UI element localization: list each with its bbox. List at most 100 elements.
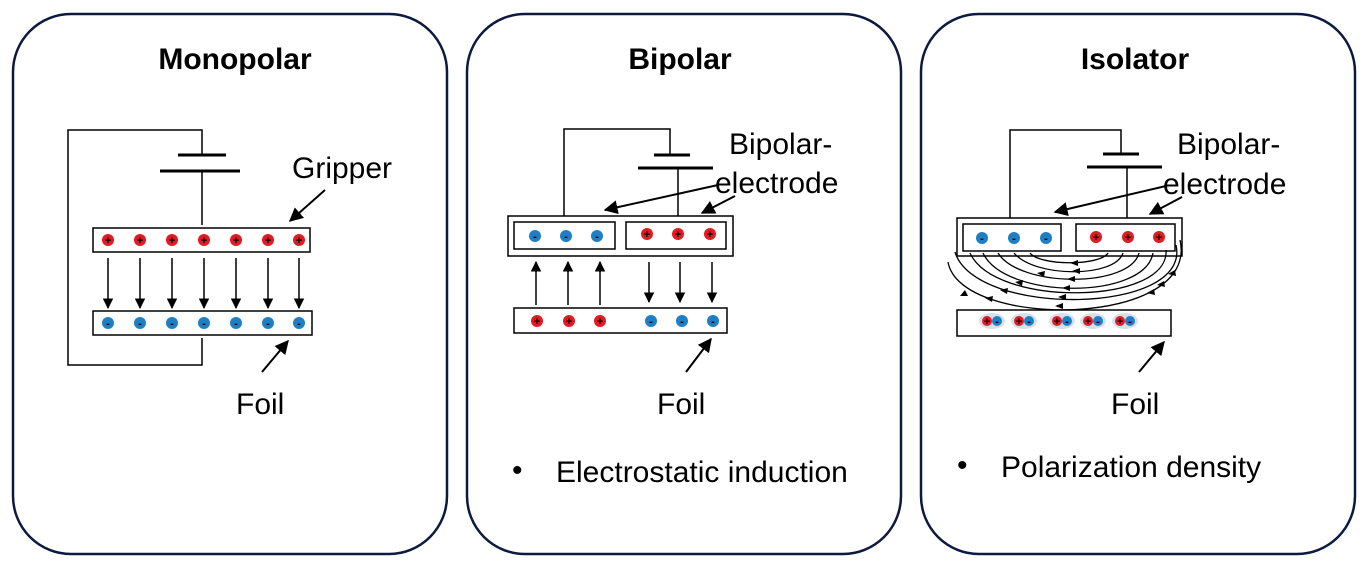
isolator-electrode-label-line2: electrode (1163, 168, 1286, 201)
charge-sign: + (644, 229, 650, 241)
bipolar-electrode-positive-charges: +++ (641, 228, 716, 241)
positive-charge-icon (531, 315, 543, 327)
monopolar-gripper-charges: +++++++ (102, 234, 305, 247)
negative-charge-icon (102, 317, 114, 329)
positive-charge-icon (1153, 231, 1165, 243)
charge-sign: - (564, 231, 568, 243)
positive-charge-icon (293, 234, 305, 246)
charge-sign: - (649, 316, 653, 328)
negative-charge-icon (1062, 316, 1072, 326)
negative-charge-icon (529, 230, 541, 242)
isolator-bullet-marker: • (957, 449, 968, 482)
isolator-foil-dipoles: +-+-+-+-+- (979, 313, 1138, 329)
isolator-battery-icon (1087, 152, 1162, 169)
isolator-foil-label: Foil (1111, 388, 1159, 421)
monopolar-gripper-label: Gripper (292, 152, 392, 185)
positive-charge-icon (198, 234, 210, 246)
positive-charge-icon (982, 316, 992, 326)
panel-isolator-frame (919, 12, 1357, 556)
bipolar-bullet-text: Electrostatic induction (556, 456, 848, 489)
bipolar-foil-positive-charges: +++ (531, 315, 606, 328)
isolator-electrode-pointer-right (1148, 196, 1183, 215)
bipolar-foil-pointer (685, 337, 712, 373)
monopolar-battery-icon (160, 153, 240, 173)
positive-charge-icon (102, 234, 114, 246)
charge-sign: - (711, 316, 715, 328)
positive-charge-icon (134, 234, 146, 246)
positive-charge-icon (230, 234, 242, 246)
panel-monopolar-frame (11, 12, 449, 556)
bipolar-foil (513, 307, 728, 334)
positive-charge-icon (1052, 316, 1062, 326)
negative-charge-icon (1040, 232, 1052, 244)
positive-charge-icon (1083, 316, 1093, 326)
charge-sign: + (1093, 232, 1099, 244)
panel-isolator: Isolator - - - + + + (919, 12, 1357, 556)
negative-charge-icon (591, 230, 603, 242)
positive-charge-icon (704, 228, 716, 240)
negative-charge-icon (676, 315, 688, 327)
charge-sign: + (675, 229, 681, 241)
panel-bipolar-title: Bipolar (628, 43, 732, 76)
bipolar-electrode-pointer-right (700, 195, 736, 214)
charge-sign: - (980, 233, 984, 245)
charge-sign: - (297, 318, 301, 330)
bipolar-foil-negative-charges: --- (645, 315, 719, 328)
charge-sign: - (680, 316, 684, 328)
negative-charge-icon (1008, 232, 1020, 244)
bipolar-electrode-negative-charges: --- (529, 230, 603, 243)
charge-sign: - (1096, 316, 1100, 328)
charge-sign: - (106, 318, 110, 330)
isolator-electrode-negative-charges: --- (976, 232, 1052, 245)
charge-sign: + (1156, 232, 1162, 244)
bipolar-field-arrows-up (530, 260, 606, 305)
positive-charge-icon (1115, 316, 1125, 326)
positive-charge-icon (262, 234, 274, 246)
bipolar-field-arrows-down (643, 262, 718, 304)
negative-charge-icon (230, 317, 242, 329)
bipolar-circuit-wire (563, 128, 679, 222)
monopolar-foil-label: Foil (236, 388, 284, 421)
positive-charge-icon (672, 228, 684, 240)
charge-sign: - (138, 318, 142, 330)
negative-charge-icon (645, 315, 657, 327)
negative-charge-icon (707, 315, 719, 327)
positive-charge-icon (1014, 316, 1024, 326)
charge-sign: - (266, 318, 270, 330)
charge-sign: + (105, 235, 111, 247)
charge-sign: - (1128, 316, 1132, 328)
isolator-bullet-text: Polarization density (1001, 451, 1261, 484)
negative-charge-icon (1125, 316, 1135, 326)
monopolar-circuit-wire (67, 129, 203, 366)
charge-sign: + (1054, 316, 1060, 328)
positive-charge-icon (166, 234, 178, 246)
charge-sign: + (1125, 232, 1131, 244)
charge-sign: + (233, 235, 239, 247)
negative-charge-icon (1024, 316, 1034, 326)
negative-charge-icon (992, 316, 1002, 326)
negative-charge-icon (134, 317, 146, 329)
negative-charge-icon (293, 317, 305, 329)
charge-sign: + (534, 316, 540, 328)
charge-sign: + (1016, 316, 1022, 328)
isolator-electrode-pointer-left (1053, 185, 1167, 216)
charge-sign: - (1044, 233, 1048, 245)
charge-sign: + (265, 235, 271, 247)
positive-charge-icon (1122, 231, 1134, 243)
bipolar-electrode-label-line2: electrode (715, 167, 838, 200)
negative-charge-icon (166, 317, 178, 329)
panel-isolator-title: Isolator (1081, 43, 1190, 76)
panel-bipolar: Bipolar --- +++ +++ --- Bipolar- electro… (465, 12, 903, 556)
monopolar-foil-pointer (261, 339, 289, 373)
charge-sign: - (202, 318, 206, 330)
negative-charge-icon (976, 232, 988, 244)
panel-monopolar: Monopolar +++++++ ------- Gripper Foil (11, 12, 449, 556)
positive-charge-icon (594, 315, 606, 327)
charge-sign: + (1085, 316, 1091, 328)
panel-monopolar-title: Monopolar (158, 43, 312, 76)
bipolar-electrode-pointer-left (603, 184, 719, 215)
charge-sign: + (169, 235, 175, 247)
charge-sign: - (595, 231, 599, 243)
isolator-foil-pointer (1138, 340, 1165, 373)
